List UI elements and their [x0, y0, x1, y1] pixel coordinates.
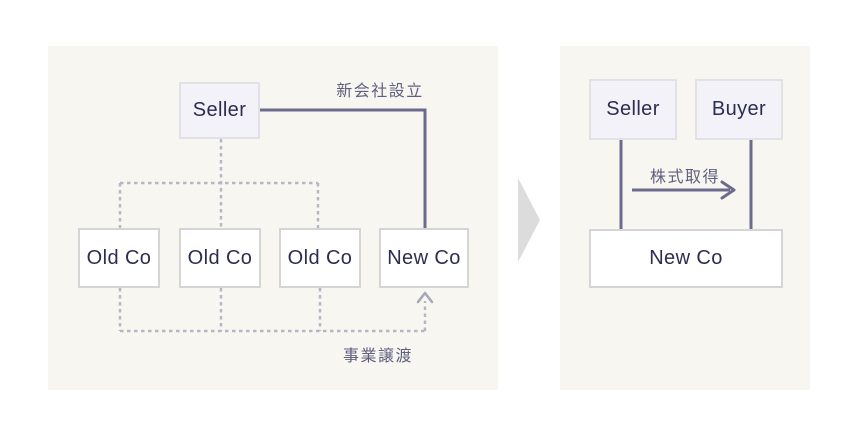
after-buyer-box: Buyer [695, 79, 783, 140]
after-seller-box: Seller [589, 79, 677, 140]
new-company-establishment-label: 新会社設立 [336, 83, 424, 100]
before-seller-box: Seller [179, 82, 260, 139]
stock-acquisition-arrow-icon [720, 180, 736, 200]
transition-arrow-triangle [518, 178, 540, 262]
business-transfer-dashed-path [118, 288, 427, 333]
old-co-box-2: Old Co [179, 228, 261, 288]
after-new-co-box: New Co [589, 229, 783, 288]
after-panel: Seller Buyer 株式取得 New Co [560, 46, 810, 390]
oldco-group-dashed-lines [118, 181, 320, 228]
before-connectors [118, 108, 434, 333]
new-company-line [260, 108, 427, 228]
old-co-box-1: Old Co [78, 228, 160, 288]
business-transfer-up-arrow-icon [416, 291, 434, 304]
business-transfer-label: 事業譲渡 [342, 348, 413, 365]
transition-arrow-icon [518, 178, 540, 262]
stock-acquisition-label: 株式取得 [649, 169, 720, 186]
before-panel: Seller 新会社設立 Old Co Old Co Old Co New Co… [48, 46, 498, 390]
old-co-box-3: Old Co [279, 228, 361, 288]
before-new-co-box: New Co [379, 228, 469, 288]
after-connectors [619, 140, 753, 229]
